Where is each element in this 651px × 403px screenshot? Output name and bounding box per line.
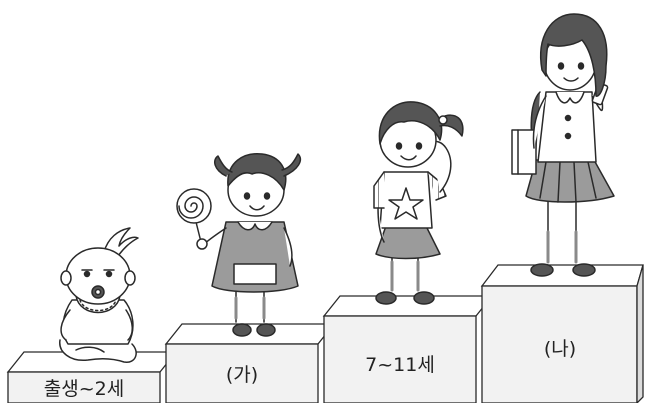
step-2	[164, 323, 336, 403]
step-3	[322, 295, 494, 403]
adolescent-figure	[511, 13, 615, 277]
toddler-figure	[176, 153, 302, 337]
stage-label-middle-childhood: 7~11세	[365, 354, 435, 376]
baby-figure	[59, 227, 139, 363]
child-figure	[373, 101, 464, 305]
stage-label-na: (나)	[544, 338, 576, 360]
step-4	[480, 264, 644, 403]
stage-label-ga: (가)	[226, 364, 258, 386]
stage-label-infancy: 출생~2세	[44, 378, 124, 400]
